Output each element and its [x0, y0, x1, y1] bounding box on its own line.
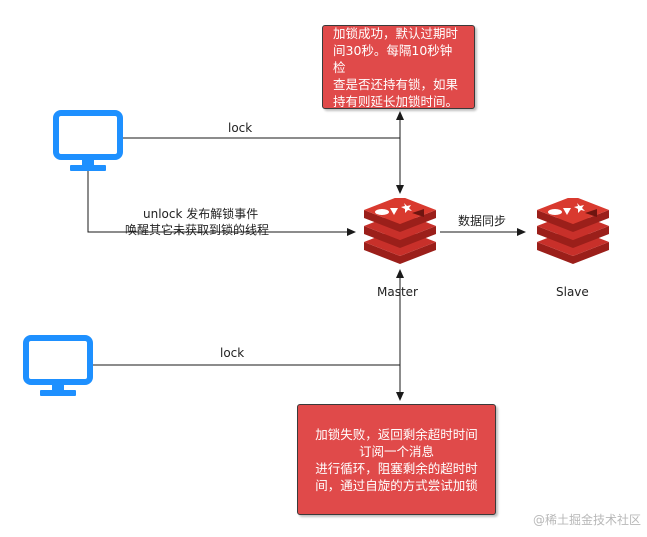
sync-label: 数据同步 [458, 214, 507, 228]
lock-bottom-label: lock [220, 346, 245, 360]
master-label: Master [377, 285, 418, 299]
note-line: 查是否还持有锁，如果 [333, 76, 459, 92]
note-line: 加锁成功，默认过期时 [333, 25, 459, 41]
client-computer-top-icon [53, 110, 123, 171]
unlock-label-line2: 唤醒其它未获取到锁的线程 [125, 223, 270, 237]
client-computer-bottom-icon [23, 335, 93, 396]
unlock-label-line1: unlock 发布解锁事件 [143, 207, 259, 221]
lock-success-note: 加锁成功，默认过期时 间30秒。每隔10秒钟检 查是否还持有锁，如果 持有则延长… [322, 25, 475, 109]
unlock-path [87, 170, 356, 236]
redis-slave-icon [537, 198, 609, 264]
note-line: 加锁失败，返回剩余超时时间 [315, 426, 478, 442]
note-line: 持有则延长加锁时间。 [333, 93, 459, 109]
note-line: 进行循环，阻塞剩余的超时时 [315, 460, 478, 476]
note-line: 订阅一个消息 [358, 443, 434, 459]
note-line: 间，通过自旋的方式尝试加锁 [315, 477, 478, 493]
lock-top-label: lock [228, 121, 253, 135]
lock-failure-note: 加锁失败，返回剩余超时时间 订阅一个消息 进行循环，阻塞剩余的超时时 间，通过自… [297, 404, 496, 515]
slave-label: Slave [556, 285, 589, 299]
redis-master-icon [364, 198, 436, 264]
note-line: 间30秒。每隔10秒钟检 [333, 42, 453, 75]
watermark: @稀土掘金技术社区 [532, 513, 641, 527]
